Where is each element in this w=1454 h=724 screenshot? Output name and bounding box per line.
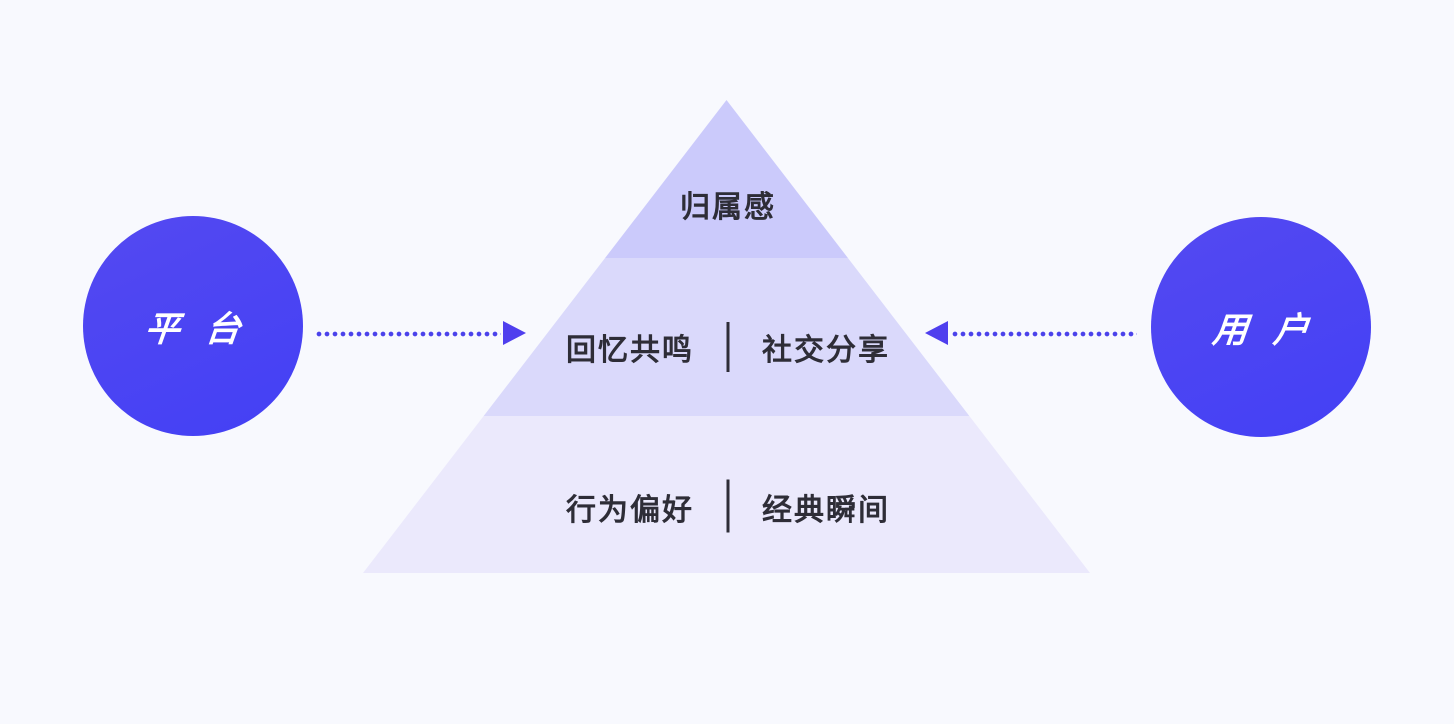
user-node-label: 用 户 [1210, 310, 1319, 350]
arrowhead-left-icon [925, 321, 948, 345]
arrowhead-right-icon [503, 321, 526, 345]
user-arrow-dotted-line [951, 330, 1137, 338]
tier-bottom-divider [726, 479, 730, 533]
tier-top-label: 归属感 [680, 191, 776, 224]
platform-node: 平 台 [83, 216, 303, 436]
tier-middle-label-left: 回忆共鸣 [566, 334, 694, 367]
pyramid-tier-top [363, 100, 1090, 258]
platform-node-label: 平 台 [142, 309, 251, 349]
tier-bottom-label-right: 经典瞬间 [762, 494, 890, 527]
tier-middle-divider [726, 322, 730, 372]
platform-arrow-dotted-line [315, 330, 501, 338]
tier-middle-label-right: 社交分享 [762, 334, 890, 367]
user-node: 用 户 [1151, 217, 1371, 437]
tier-bottom-label-left: 行为偏好 [566, 494, 694, 527]
